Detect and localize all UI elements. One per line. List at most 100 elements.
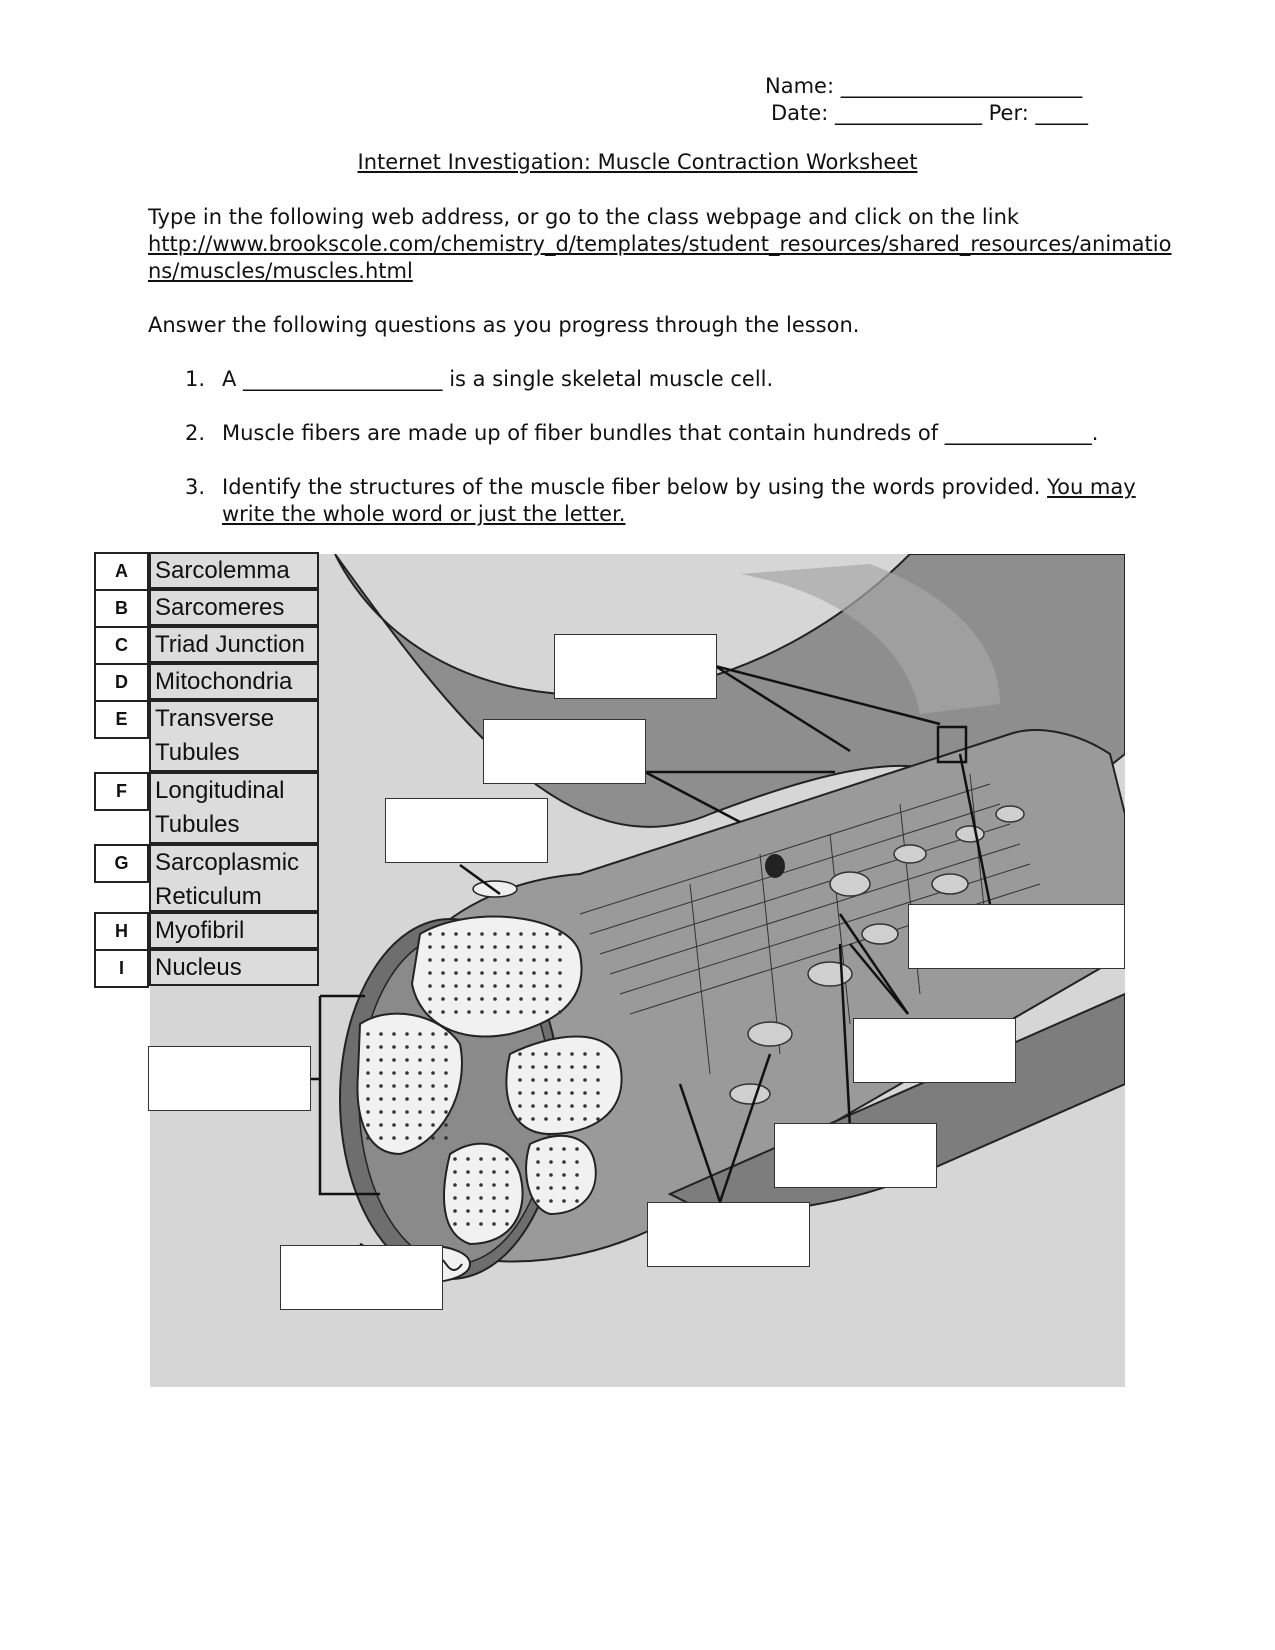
myofilament-dot xyxy=(492,1196,496,1200)
myofilament-dot xyxy=(575,1173,579,1177)
myofilament-dot xyxy=(392,1136,396,1140)
myofilament-dot xyxy=(532,945,536,949)
myofilament-dot xyxy=(493,997,497,1001)
myofilament-dot xyxy=(545,1010,549,1014)
myofilament-dot xyxy=(536,1173,540,1177)
myofilament-dot xyxy=(431,1032,435,1036)
myofilament-dot xyxy=(583,1091,587,1095)
myofilament-dot xyxy=(531,1104,535,1108)
date-period-field[interactable]: Date: ______________ Per: _____ xyxy=(771,101,1088,125)
question-1: 1. A ___________________ is a single ske… xyxy=(185,366,1085,393)
myofilament-dot xyxy=(492,1209,496,1213)
myofilament-dot xyxy=(405,1032,409,1036)
myofilament-dot xyxy=(467,997,471,1001)
myofilament-dot xyxy=(467,971,471,975)
myofilament-dot xyxy=(366,1110,370,1114)
myofilament-dot xyxy=(392,1032,396,1036)
myofilament-dot xyxy=(583,1078,587,1082)
myofilament-dot xyxy=(405,1123,409,1127)
myofilament-dot xyxy=(562,1199,566,1203)
myofilament-dot xyxy=(454,997,458,1001)
myofilament-dot xyxy=(570,1065,574,1069)
myofilament-dot xyxy=(518,1065,522,1069)
myofilament-dot xyxy=(418,1136,422,1140)
url-link-line1[interactable]: http://www.brookscole.com/chemistry_d/te… xyxy=(148,232,1172,256)
myofilament-dot xyxy=(479,1157,483,1161)
myofilament-dot xyxy=(596,1065,600,1069)
myofilament-dot xyxy=(392,1123,396,1127)
myofilament-dot xyxy=(532,1010,536,1014)
myofilament-dot xyxy=(405,1084,409,1088)
answer-box-1[interactable] xyxy=(554,634,717,699)
word-bank-term: Sarcomeres xyxy=(149,589,319,626)
myofilament-dot xyxy=(493,971,497,975)
answer-box-4[interactable] xyxy=(908,904,1125,969)
myofilament-dot xyxy=(466,1209,470,1213)
myofilament-dot xyxy=(492,1183,496,1187)
myofilament-dot xyxy=(431,1071,435,1075)
answer-box-5[interactable] xyxy=(148,1046,311,1111)
myofilament-dot xyxy=(570,1052,574,1056)
url-link-line2[interactable]: ns/muscles/muscles.html xyxy=(148,259,413,283)
myofilament-dot xyxy=(545,971,549,975)
question-text-emphasis: You may xyxy=(1047,475,1136,499)
myofilament-dot xyxy=(444,1136,448,1140)
myofilament-dot xyxy=(493,984,497,988)
myofilament-dot xyxy=(466,1196,470,1200)
word-bank-term: Mitochondria xyxy=(149,663,319,700)
myofilament-dot xyxy=(570,1117,574,1121)
myofilament-dot xyxy=(480,945,484,949)
myofilament-dot xyxy=(379,1097,383,1101)
myofilament-dot xyxy=(536,1160,540,1164)
myofilament-dot xyxy=(549,1147,553,1151)
myofilament-dot xyxy=(454,971,458,975)
answer-box-7[interactable] xyxy=(774,1123,937,1188)
answer-box-3[interactable] xyxy=(385,798,548,863)
answer-box-2[interactable] xyxy=(483,719,646,784)
striations xyxy=(579,773,1041,1075)
myofilament-dot xyxy=(444,1097,448,1101)
myofilament-dot xyxy=(545,997,549,1001)
myofilament-dot xyxy=(544,1052,548,1056)
myofibril-bracket xyxy=(318,994,380,1196)
name-field[interactable]: Name: _______________________ xyxy=(765,74,1083,98)
myofilament-dot xyxy=(493,958,497,962)
myofilament-dot xyxy=(405,1136,409,1140)
membrane-highlight xyxy=(740,564,1000,714)
myofilament-dot xyxy=(562,1186,566,1190)
myofilament-dot xyxy=(366,1123,370,1127)
answer-box-9[interactable] xyxy=(280,1245,443,1310)
myofilament-dot xyxy=(418,1084,422,1088)
word-bank-term: Sarcolemma xyxy=(149,552,319,589)
myofilament-dot xyxy=(562,1160,566,1164)
word-bank-letter: D xyxy=(94,663,149,702)
myofilament-dot xyxy=(405,1097,409,1101)
myofilament-dot xyxy=(575,1147,579,1151)
myofilament-dot xyxy=(505,1170,509,1174)
myofilament-dot xyxy=(418,1097,422,1101)
myofilament-dot xyxy=(506,971,510,975)
myofilament-dot xyxy=(506,932,510,936)
myofilament-dot xyxy=(454,945,458,949)
term-line: Tubules xyxy=(155,739,240,766)
myofilament-dot xyxy=(431,1058,435,1062)
muscle-fiber-diagram xyxy=(148,553,1126,1387)
answer-box-6[interactable] xyxy=(853,1018,1016,1083)
term-line: Transverse xyxy=(155,705,275,732)
myofilament-dot xyxy=(366,1058,370,1062)
myofilament-dot xyxy=(428,958,432,962)
myofilament-dot xyxy=(479,1222,483,1226)
myofilament-dot xyxy=(444,1071,448,1075)
myofilament-dot xyxy=(536,1186,540,1190)
answer-box-8[interactable] xyxy=(647,1202,810,1267)
question-text: Identify the structures of the muscle fi… xyxy=(222,474,1136,501)
myofilament-dot xyxy=(506,1010,510,1014)
myofilament-dot xyxy=(467,945,471,949)
myofilament-dot xyxy=(466,1157,470,1161)
word-bank-term: Triad Junction xyxy=(149,626,319,663)
myofilament-dot xyxy=(480,997,484,1001)
myofilament-dot xyxy=(544,1065,548,1069)
myofilament-dot xyxy=(392,1110,396,1114)
